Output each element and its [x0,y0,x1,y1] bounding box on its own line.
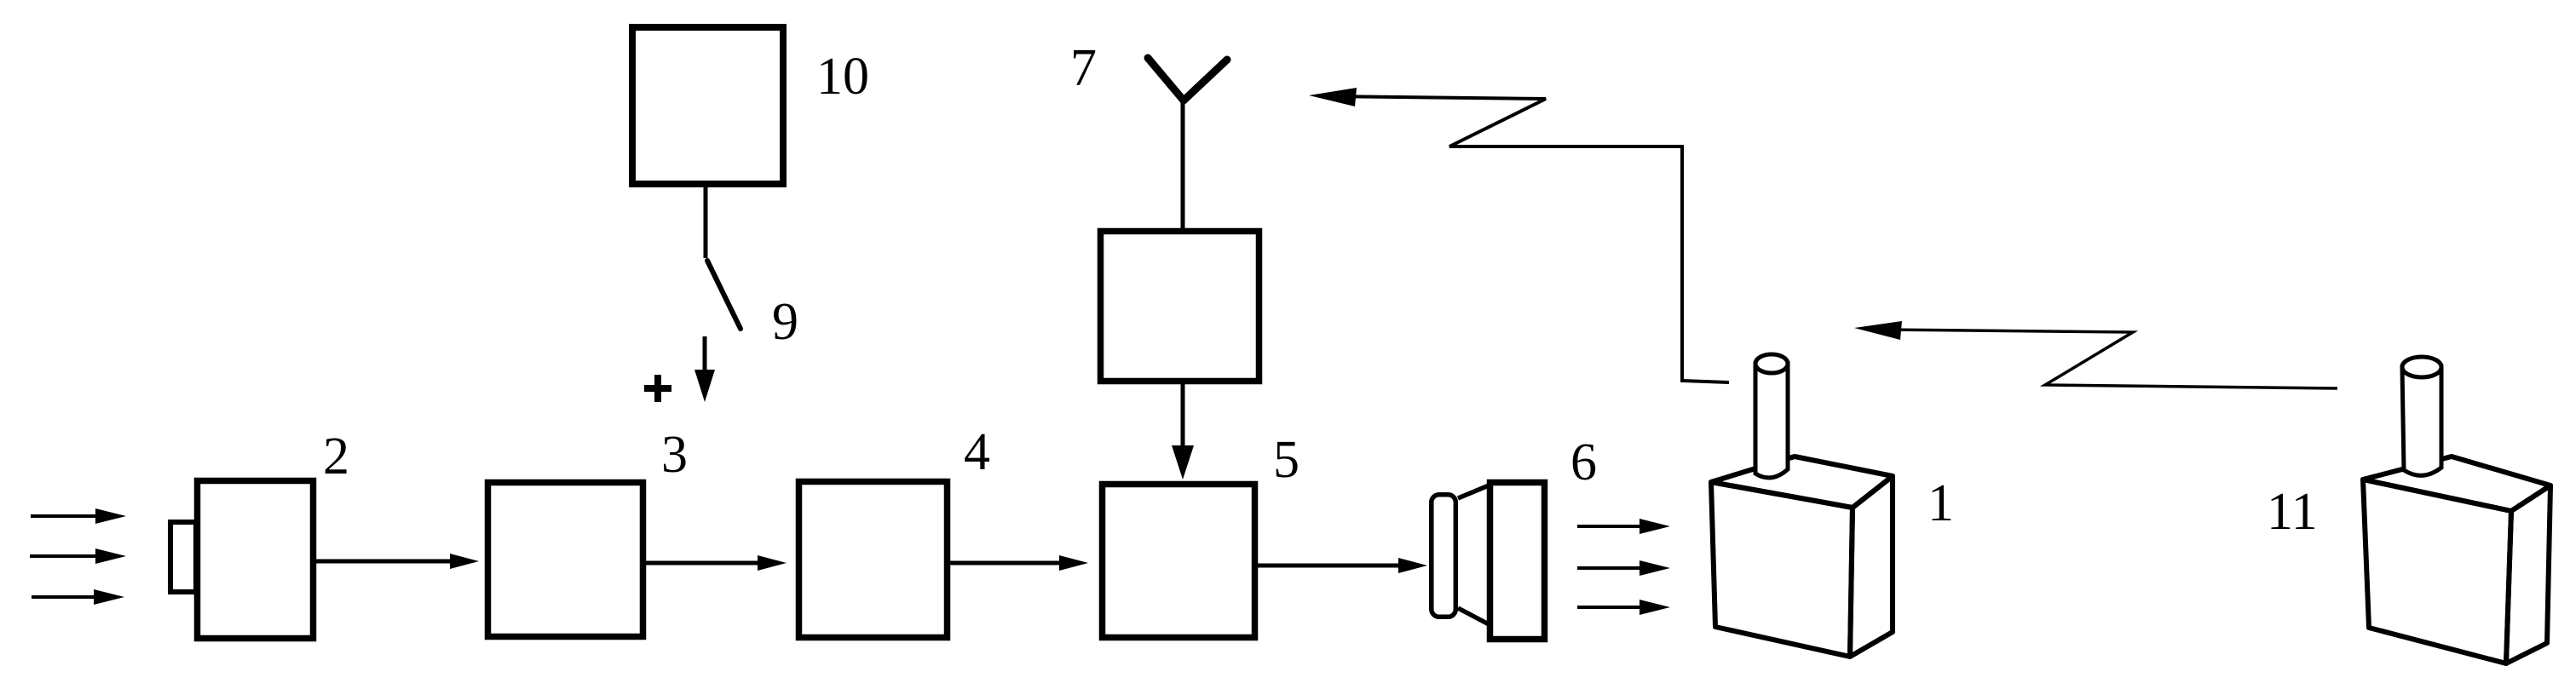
svg-text:10: 10 [816,48,869,106]
svg-text:2: 2 [323,428,349,485]
svg-text:3: 3 [661,426,688,484]
svg-text:11: 11 [2267,483,2318,541]
svg-text:6: 6 [1570,433,1597,491]
svg-text:7: 7 [1070,39,1097,97]
svg-text:9: 9 [772,293,798,351]
svg-text:4: 4 [964,423,990,481]
svg-text:5: 5 [1273,431,1300,489]
svg-text:1: 1 [1928,474,1954,532]
